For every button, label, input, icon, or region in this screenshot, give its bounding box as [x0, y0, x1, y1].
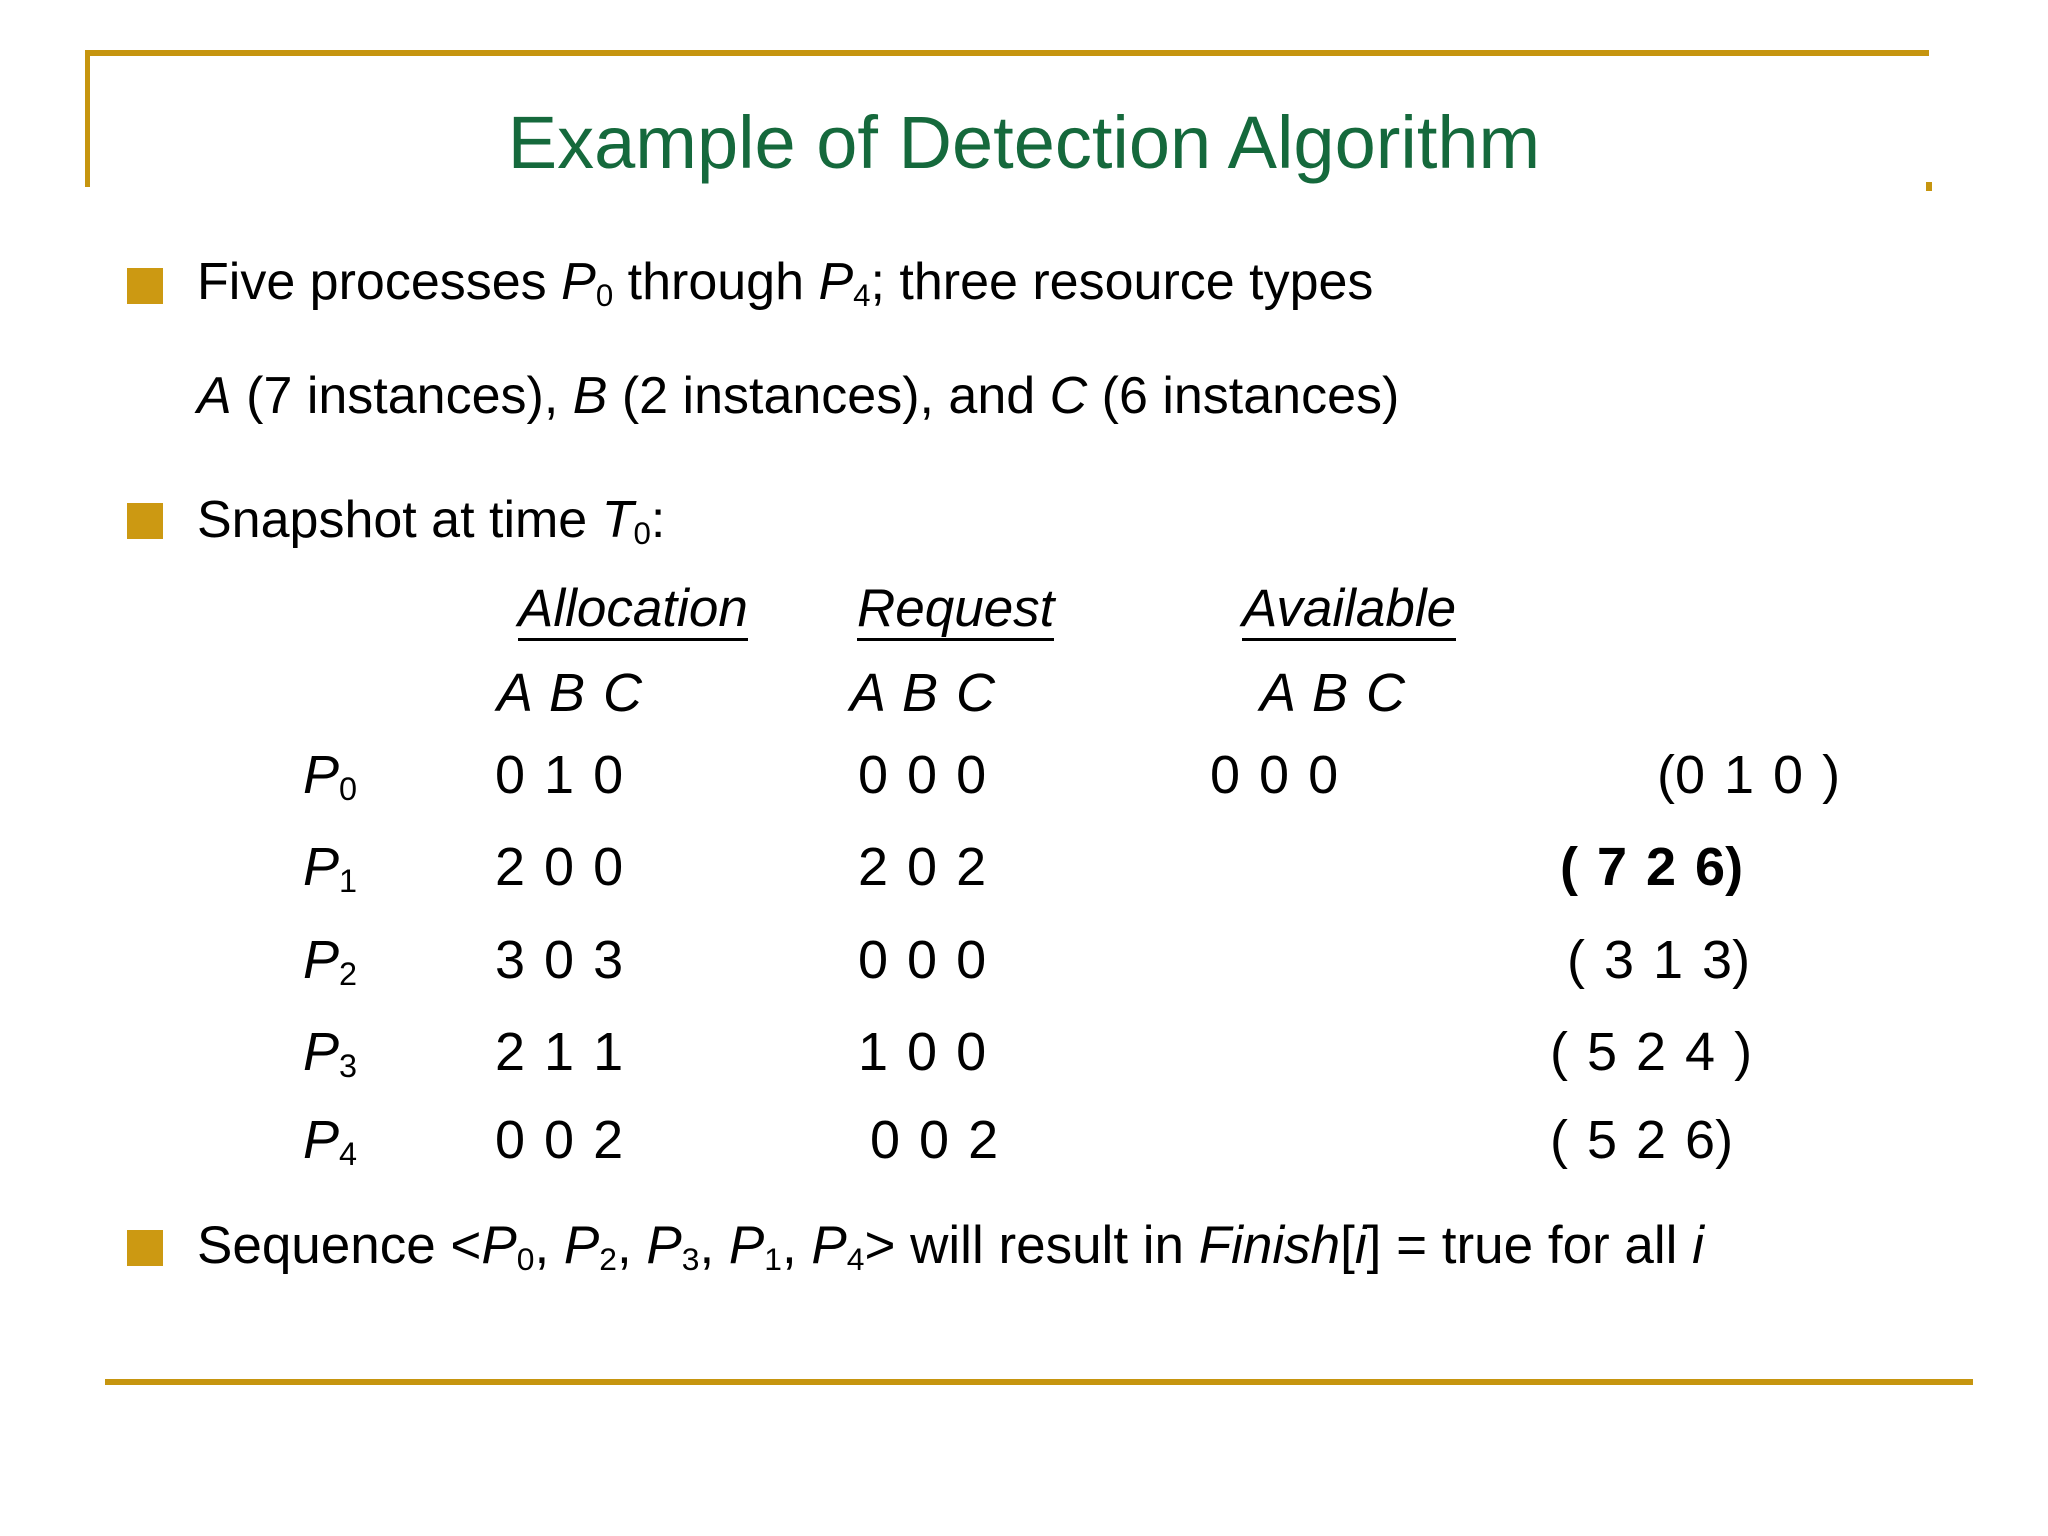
allocation-value-p3: 2 1 1	[495, 1022, 624, 1082]
resource-var: A	[197, 367, 232, 425]
border-corner-tick	[1926, 182, 1932, 191]
left-border-line	[85, 50, 90, 187]
process-var: P	[728, 1216, 765, 1275]
text-part: (6 instances)	[1087, 367, 1400, 425]
bottom-border-line	[105, 1379, 1973, 1385]
resource-var: B	[572, 367, 608, 425]
bullet-1-line-1: Five processes P0 through P4; three reso…	[197, 256, 1373, 311]
subscript: 4	[853, 277, 871, 313]
text-part: ,	[699, 1216, 729, 1275]
work-vector-p1: ( 7 2 6)	[1560, 837, 1744, 897]
text-part: ; three resource types	[870, 253, 1374, 311]
process-label-p1: P1	[303, 837, 358, 900]
text-part: through	[613, 253, 819, 311]
process-label-p4: P4	[303, 1110, 358, 1173]
text-part: ]	[1366, 1216, 1382, 1275]
resource-var: C	[1049, 367, 1088, 425]
subscript: 0	[516, 1240, 535, 1277]
text-part: [	[1340, 1216, 1355, 1275]
subscript: 3	[681, 1240, 700, 1277]
table-subheader-abc-allocation: A B C	[497, 663, 643, 723]
process-var: P	[563, 1216, 600, 1275]
time-var: T	[601, 491, 634, 549]
text-part: Five processes	[197, 253, 562, 311]
bullet-marker	[127, 1230, 163, 1266]
table-subheader-abc-request: A B C	[850, 663, 996, 723]
text-part: ,	[616, 1216, 647, 1275]
request-value-p3: 1 0 0	[858, 1022, 987, 1082]
slide-title: Example of Detection Algorithm	[507, 101, 1541, 184]
table-subheader-abc-available: A B C	[1260, 663, 1406, 723]
process-var: P	[811, 1216, 847, 1275]
process-var: P	[818, 253, 854, 311]
bullet-marker	[127, 503, 163, 539]
process-var: P	[646, 1216, 682, 1275]
top-border-line	[85, 50, 1929, 56]
subscript: 2	[599, 1240, 617, 1277]
process-label-p0: P0	[303, 745, 358, 808]
allocation-value-p0: 0 1 0	[495, 745, 624, 805]
subscript: 0	[633, 515, 651, 551]
text-part: :	[650, 491, 666, 549]
text-part: ,	[781, 1216, 812, 1275]
table-header-allocation: Allocation	[518, 582, 748, 641]
process-label-p3: P3	[303, 1022, 358, 1085]
allocation-value-p4: 0 0 2	[495, 1110, 624, 1170]
subscript: 4	[846, 1240, 865, 1277]
text-part: (2 instances), and	[607, 367, 1050, 425]
request-value-p4: 0 0 2	[870, 1110, 999, 1170]
request-value-p2: 0 0 0	[858, 930, 987, 990]
table-header-request: Request	[857, 582, 1055, 641]
allocation-value-p1: 2 0 0	[495, 837, 624, 897]
allocation-value-p2: 3 0 3	[495, 930, 624, 990]
process-var: P	[481, 1216, 517, 1275]
text-part: Sequence <	[197, 1216, 482, 1275]
process-label-p2: P2	[303, 930, 358, 993]
work-vector-p2: ( 3 1 3)	[1567, 930, 1751, 990]
bullet-3-text: Sequence <P0, P2, P3, P1, P4> will resul…	[197, 1219, 1704, 1276]
finish-var: Finish	[1198, 1216, 1341, 1275]
request-value-p1: 2 0 2	[858, 837, 987, 897]
index-var: i	[1354, 1216, 1367, 1275]
index-var: i	[1692, 1216, 1704, 1275]
text-part: > will result in	[864, 1216, 1199, 1275]
text-part: ,	[534, 1216, 564, 1275]
text-part: = true for all	[1381, 1216, 1693, 1275]
subscript: 1	[764, 1240, 782, 1277]
subscript: 0	[595, 277, 614, 313]
available-value-p0: 0 0 0	[1210, 745, 1339, 805]
table-header-available: Available	[1242, 582, 1457, 641]
work-vector-p3: ( 5 2 4 )	[1550, 1022, 1753, 1082]
text-part: (7 instances),	[231, 367, 573, 425]
process-var: P	[561, 253, 596, 311]
work-vector-p4: ( 5 2 6)	[1550, 1110, 1734, 1170]
bullet-1-line-2: A (7 instances), B (2 instances), and C …	[197, 370, 1399, 422]
request-value-p0: 0 0 0	[858, 745, 987, 805]
bullet-2-text: Snapshot at time T0:	[197, 494, 665, 549]
work-vector-p0: (0 1 0 )	[1657, 745, 1841, 805]
text-part: Snapshot at time	[197, 491, 602, 549]
bullet-marker	[127, 268, 163, 304]
